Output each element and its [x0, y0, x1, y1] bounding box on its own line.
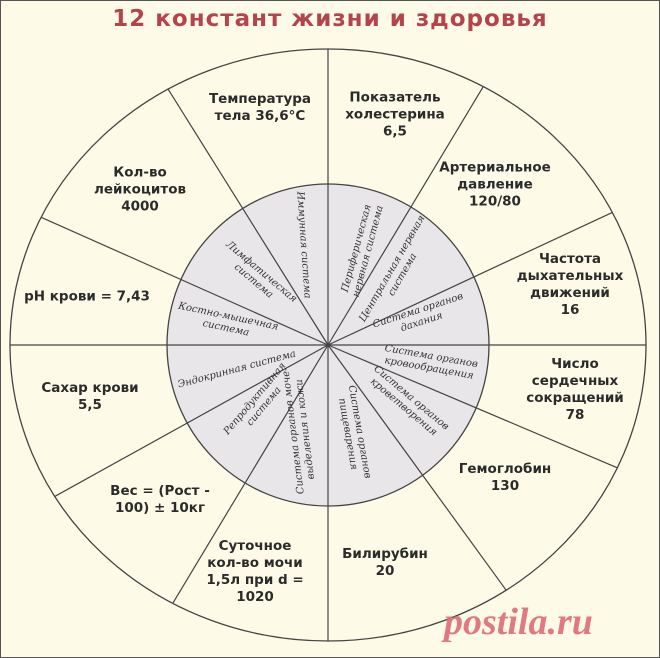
constant-label: Вес = (Рост -100) ± 10кг	[110, 483, 210, 516]
sector-divider	[54, 344, 329, 497]
sector-divider	[167, 88, 329, 346]
sector-divider	[327, 86, 484, 346]
constant-label: pH крови = 7,43	[24, 288, 150, 305]
watermark-logo: postila.ru	[444, 601, 593, 643]
sector-divider	[327, 211, 613, 346]
sector-divider	[40, 216, 329, 346]
sector-divider	[172, 344, 329, 604]
sector-divider	[327, 344, 507, 591]
sector-divider	[327, 344, 618, 469]
page-title: 12 констант жизни и здоровья	[112, 6, 548, 32]
